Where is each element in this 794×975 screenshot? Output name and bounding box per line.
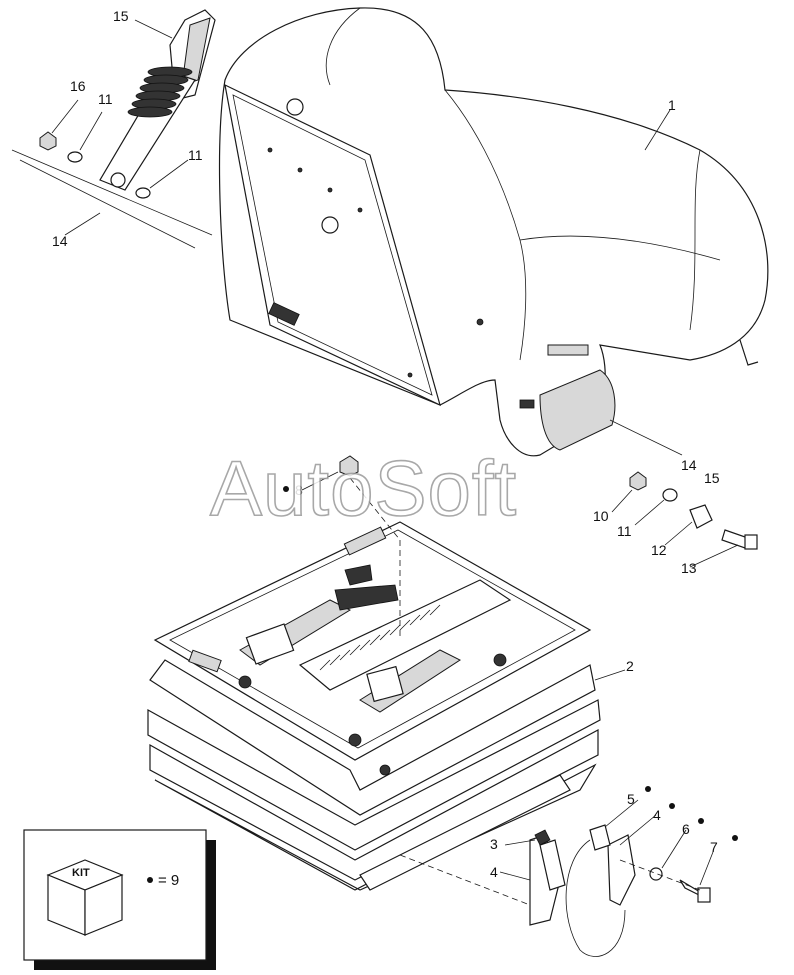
kit-box-icon [46,859,124,936]
kit-dot [669,803,675,809]
kit-dot [283,486,289,492]
nut-10 [629,471,647,491]
callout-13: 13 [681,560,697,576]
bracket-4-right [607,834,636,906]
kit-dot [645,786,651,792]
seat-cushion-assembly [218,7,769,457]
bolt-13 [721,529,749,549]
spacer-5 [589,824,611,851]
nut-3 [534,829,551,846]
callout-11: 11 [98,91,113,107]
callout-8: 8 [295,482,303,498]
callout-7: 7 [710,839,718,855]
leader-lines [51,19,739,886]
kit-equals-label: = 9 [158,872,179,889]
callout-labels: 15 16 11 11 14 1 14 15 10 11 12 13 8 2 5… [52,8,738,880]
callout-12: 12 [651,542,667,558]
kit-dot [147,877,153,883]
suspension-mechanism [238,564,512,747]
washer-11-lower [135,187,151,199]
callout-14: 14 [52,233,68,249]
callout-1: 1 [668,97,676,113]
callout-5: 5 [627,791,635,807]
kit-dot [732,835,738,841]
callout-15: 15 [113,8,129,24]
callout-11: 11 [617,523,632,539]
shock-absorber-armrest [11,9,216,249]
restraint-bracket-hardware [399,824,711,957]
callout-10: 10 [593,508,609,524]
callout-2: 2 [626,658,634,674]
washer-11 [662,488,678,502]
nut-8 [339,455,359,477]
callout-4: 4 [653,807,661,823]
watermark: AutoSoft [210,444,517,532]
callout-15: 15 [704,470,720,486]
callout-4: 4 [490,864,498,880]
callout-14: 14 [681,457,697,473]
kit-legend: KIT = 9 [23,829,216,970]
callout-3: 3 [490,836,498,852]
bolt-13-head [744,534,758,550]
callout-11: 11 [188,147,203,163]
mounting-hardware [339,455,758,640]
kit-dot [698,818,704,824]
washer-6 [649,867,663,881]
nut-16 [39,131,57,151]
callout-6: 6 [682,821,690,837]
damper-bellows [127,66,193,118]
spacer-12 [689,504,713,529]
kit-label: KIT [72,867,90,879]
suspension-base [147,521,601,891]
callout-16: 16 [70,78,86,94]
washer-11-upper [67,151,83,163]
